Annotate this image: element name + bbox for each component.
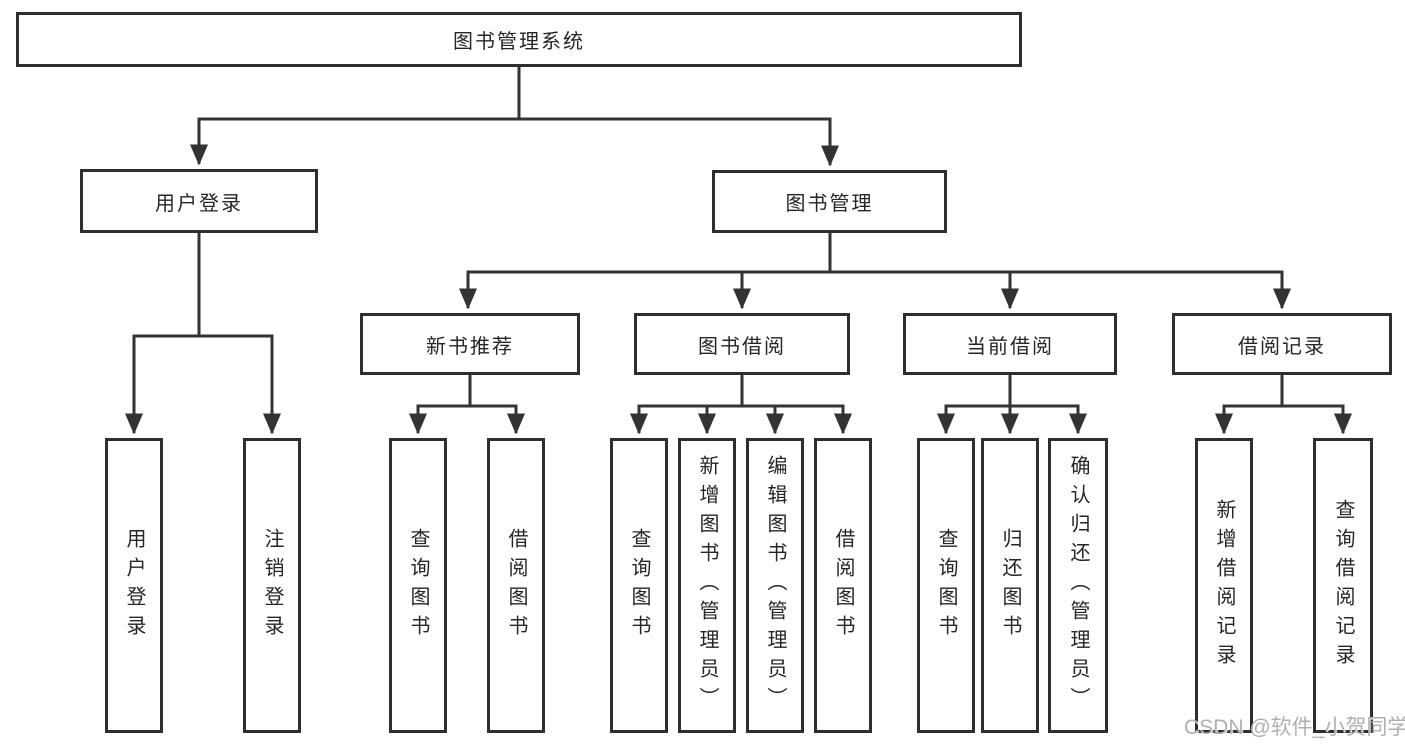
node-user-login: 用户登录 [80,169,318,233]
node-label: 图书管理系统 [453,31,585,53]
leaf-logout: 注销登录 [243,438,301,733]
leaf-borrow-books: 借阅图书 [814,438,872,733]
node-label: 用户登录 [123,527,145,644]
node-label: 查询图书 [628,527,650,644]
leaf-add-borrow-record: 新增借阅记录 [1195,438,1253,733]
leaf-add-book-admin: 新增图书（管理员） [678,438,736,733]
node-label: 查询借阅记录 [1332,498,1354,673]
leaf-edit-book-admin: 编辑图书（管理员） [746,438,804,733]
leaf-return-book: 归还图书 [981,438,1039,733]
node-current-borrow: 当前借阅 [903,313,1117,375]
node-label: 归还图书 [999,527,1021,644]
node-label: 新书推荐 [426,335,514,358]
node-label: 确认归还（管理员） [1067,455,1089,716]
leaf-user-login: 用户登录 [105,438,163,733]
csdn-watermark: CSDN @软件_小贺同学 [1184,716,1405,739]
leaf-query-borrow-record: 查询借阅记录 [1313,438,1373,733]
leaf-query-books-recommend: 查询图书 [389,438,447,733]
node-label: 编辑图书（管理员） [764,455,786,716]
node-label: 用户登录 [155,192,243,215]
leaf-confirm-return-admin: 确认归还（管理员） [1048,438,1108,733]
node-label: 新增借阅记录 [1213,498,1235,673]
node-borrow-records: 借阅记录 [1172,313,1392,375]
leaf-query-books-current: 查询图书 [917,438,975,733]
node-root-library-system: 图书管理系统 [16,12,1022,67]
leaf-borrow-books-recommend: 借阅图书 [487,438,545,733]
node-new-book-recommend: 新书推荐 [360,313,580,375]
node-label: 图书借阅 [698,335,786,358]
node-label: 查询图书 [407,527,429,644]
node-book-management: 图书管理 [712,170,947,233]
node-label: 借阅记录 [1238,335,1326,358]
node-book-borrow: 图书借阅 [634,313,850,375]
leaf-query-books-borrow: 查询图书 [610,438,668,733]
node-label: 当前借阅 [966,335,1054,358]
node-label: 借阅图书 [505,527,527,644]
node-label: 注销登录 [261,527,283,644]
node-label: 新增图书（管理员） [696,455,718,716]
node-label: 图书管理 [785,193,874,215]
node-label: 借阅图书 [832,527,854,644]
node-label: 查询图书 [935,527,957,644]
